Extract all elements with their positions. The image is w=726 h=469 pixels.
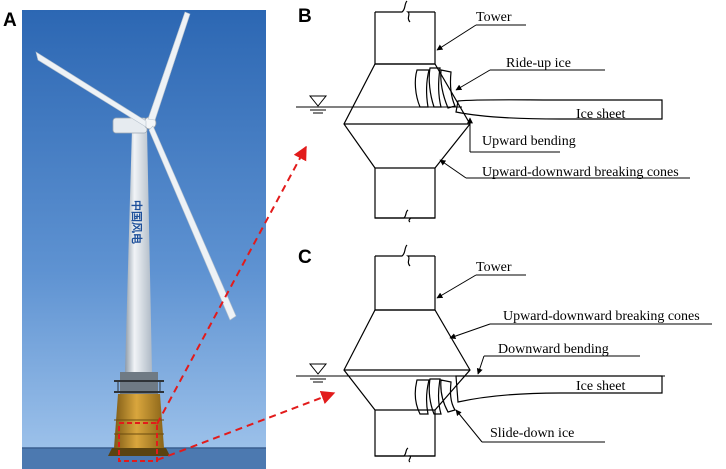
downward-bending-label: Downward bending [498,342,609,357]
connector-arrow-to-c [156,390,336,461]
slide-down-ice-blocks [414,378,456,415]
tower-logo-text: 中国风电 [130,200,144,244]
ride-up-ice-label: Ride-up ice [506,56,571,71]
ice-sheet-b [455,99,663,120]
foundation-base [114,394,164,448]
turbine-tower [125,128,152,372]
blade-left [35,51,147,128]
tower-section-c [374,244,436,311]
ice-sheet-label-b: Ice sheet [576,107,625,122]
highlight-box [118,422,158,462]
cones-label-b: Upward-downward breaking cones [482,165,679,180]
water-level-symbol-c [308,363,328,383]
tower-label-b: Tower [476,10,512,25]
lower-tower-c [374,410,436,463]
panel-c-letter: C [298,247,312,268]
connector-arrow-to-b [156,145,307,425]
slide-down-ice-label: Slide-down ice [490,426,574,441]
panel-b: B Tower Rid [296,0,690,223]
transition-piece [120,372,158,394]
turbine-photo: 中国风电 [22,10,266,469]
ice-sheet-label-c: Ice sheet [576,379,625,394]
ice-cone-at-waterline [108,448,170,456]
blade-down [148,125,237,321]
cones-label-c: Upward-downward breaking cones [503,309,700,324]
panel-c: C Tower Upw [296,244,712,463]
ride-up-ice-blocks [414,67,456,109]
tower-section-b [374,0,436,65]
ice-sheet-c [455,375,663,403]
tower-label-c: Tower [476,260,512,275]
panel-a: A 中国风电 [3,10,266,469]
panel-b-letter: B [298,6,312,27]
blade-up [147,11,191,121]
lower-tower-b [374,168,436,223]
water-level-symbol-b [308,95,328,114]
panel-a-letter: A [3,10,17,31]
sea-surface [22,448,266,469]
upward-bending-label: Upward bending [482,134,576,149]
